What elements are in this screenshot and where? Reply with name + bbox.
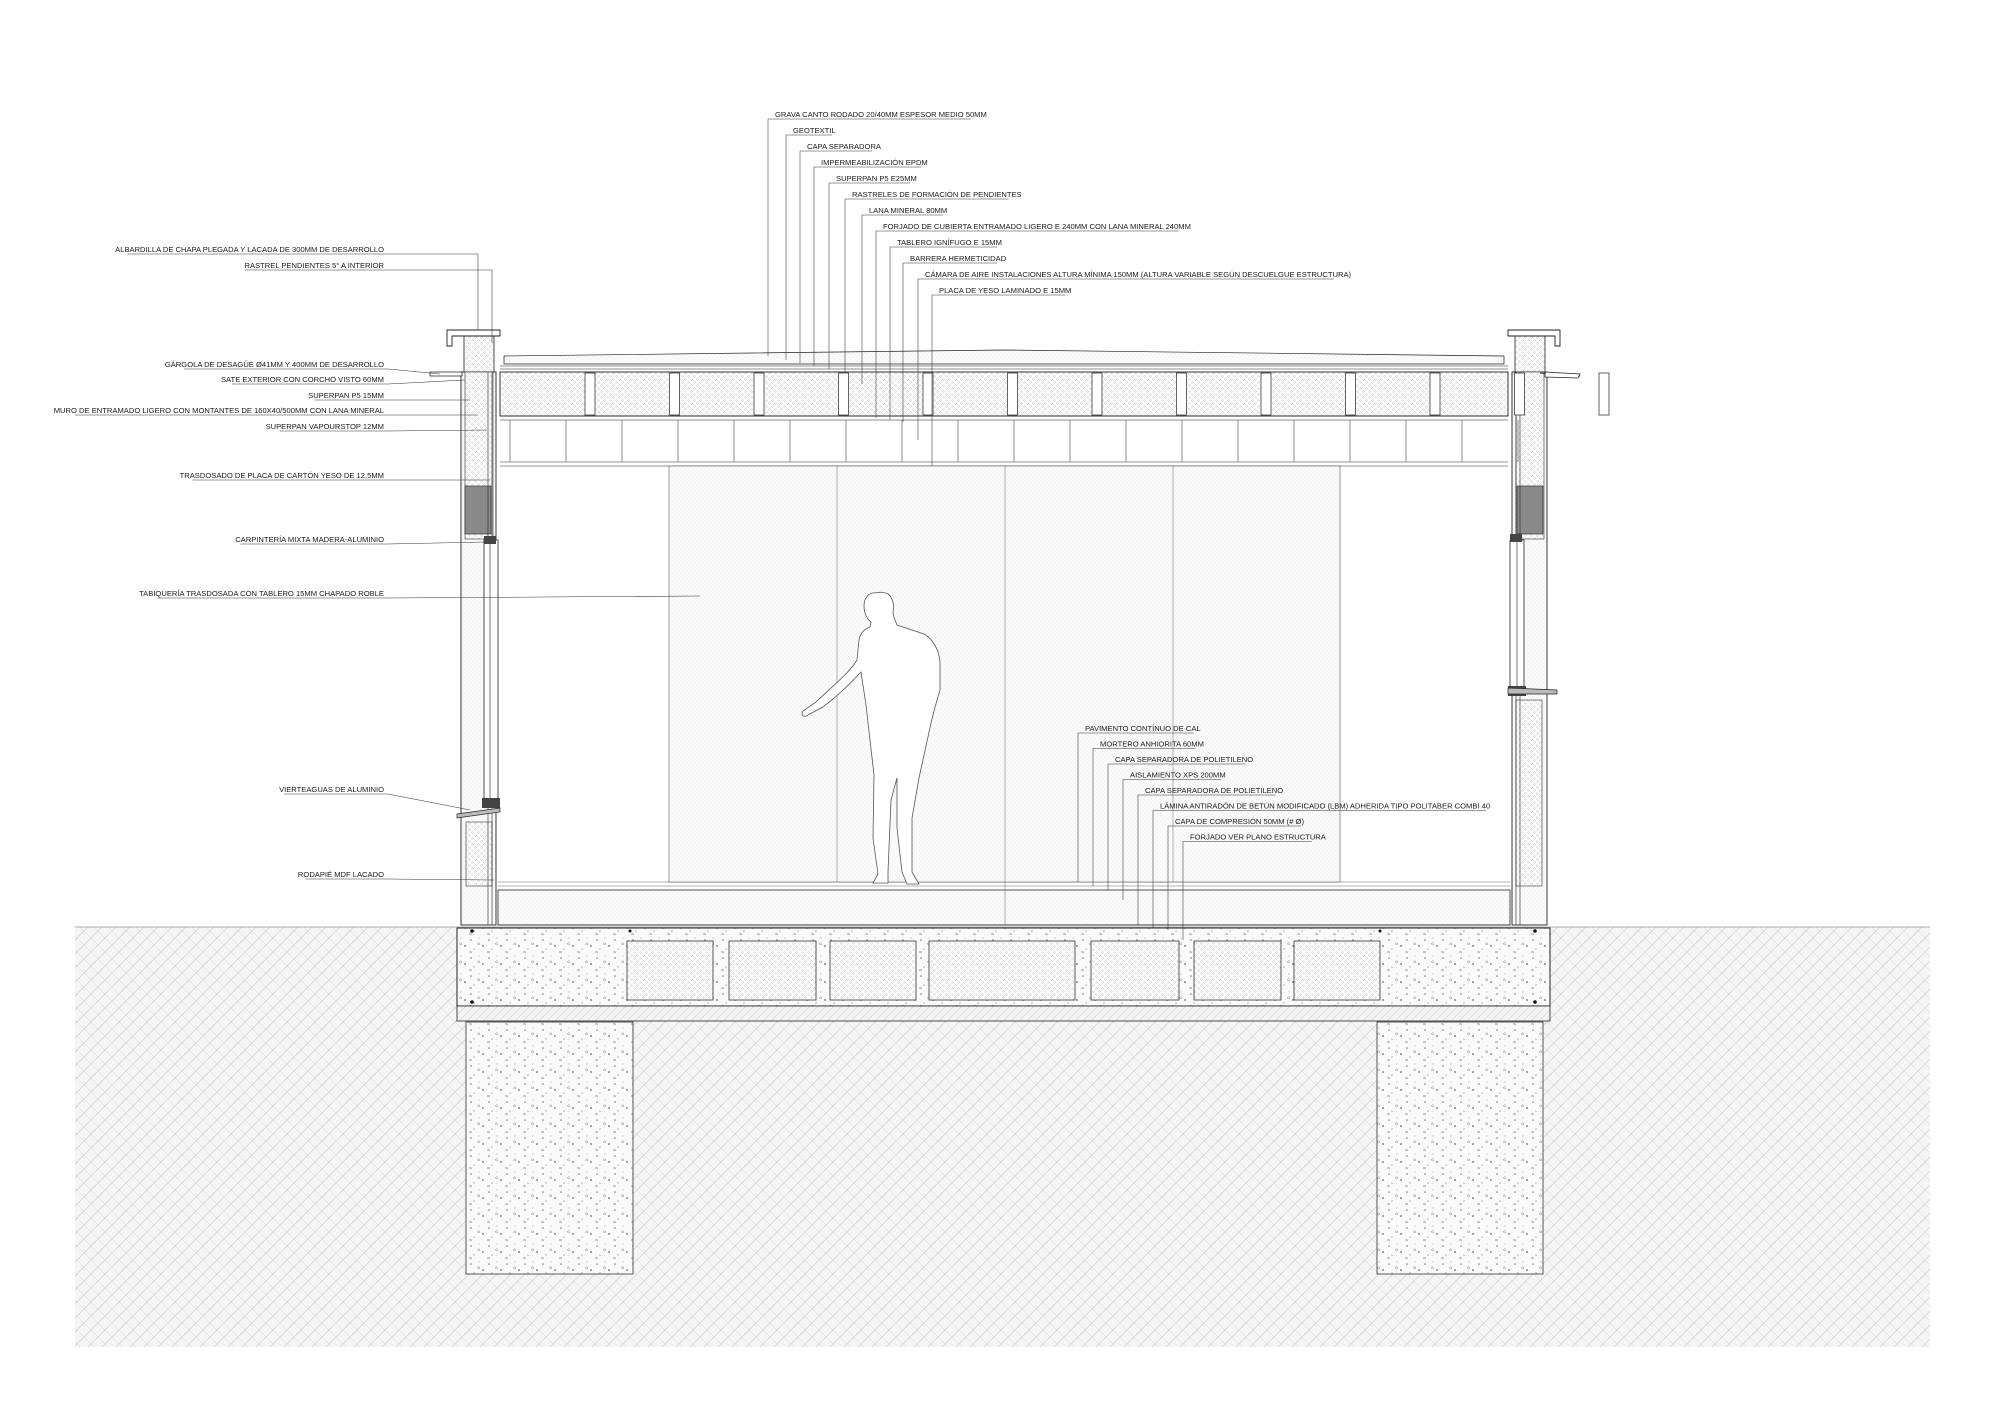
callouts-floor: PAVIMENTO CONTÍNUO DE CAL MORTERO ANHIORI… <box>1085 724 1490 842</box>
callout-label-left-5: MURO DE ENTRAMADO LIGERO CON MONTANTES D… <box>54 406 384 415</box>
callout-label-top-0: GRAVA CANTO RODADO 20/40MM ESPESOR MEDIO… <box>775 110 987 119</box>
callout-label-floor-3: AISLAMIENTO XPS 200MM <box>1130 771 1226 780</box>
callout-label-top-11: PLACA DE YESO LAMINADO E 15MM <box>939 286 1071 295</box>
slab-voids <box>626 940 1381 1001</box>
callouts-left: ALBARDILLA DE CHAPA PLEGADA Y LACADA DE … <box>54 245 385 879</box>
callout-label-left-4: SUPERPAN P5 15MM <box>308 391 384 400</box>
callout-label-top-8: TABLERO IGNÍFUGO E 15MM <box>897 238 1002 247</box>
roof-joists <box>584 372 1610 416</box>
callout-label-top-9: BARRERA HERMETICIDAD <box>910 254 1007 263</box>
callout-label-top-2: CAPA SEPARADORA <box>807 142 882 151</box>
callout-label-left-0: ALBARDILLA DE CHAPA PLEGADA Y LACADA DE … <box>115 245 384 254</box>
callout-label-top-10: CÁMARA DE AIRE INSTALACIONES ALTURA MÍNI… <box>925 270 1352 279</box>
callout-label-left-7: TRASDOSADO DE PLACA DE CARTÓN YESO DE 12… <box>180 471 384 480</box>
callout-label-floor-6: CAPA DE COMPRESIÓN 50MM (# Ø) <box>1175 817 1304 826</box>
callout-label-left-6: SUPERPAN VAPOURSTOP 12MM <box>266 422 384 431</box>
callout-label-floor-2: CAPA SEPARADORA DE POLIETILENO <box>1115 755 1253 764</box>
callout-label-left-11: RODAPIÉ MDF LACADO <box>298 870 384 879</box>
footing-left <box>465 1021 634 1275</box>
callout-label-top-1: GEOTEXTIL <box>793 126 836 135</box>
callout-label-top-3: IMPERMEABILIZACIÓN EPDM <box>821 158 928 167</box>
callout-label-floor-5: LÁMINA ANTIRADÓN DE BETÚN MODIFICADO (LB… <box>1160 802 1490 811</box>
callout-label-floor-4: CAPA SEPARADORA DE POLIETILENO <box>1145 786 1283 795</box>
wall-left <box>446 329 501 926</box>
callout-label-top-7: FORJADO DE CUBIERTA ENTRAMADO LIGERO E 2… <box>883 222 1191 231</box>
callout-label-floor-1: MORTERO ANHIORITA 60MM <box>1100 740 1204 749</box>
callout-label-left-10: VIERTEAGUAS DE ALUMINIO <box>279 785 384 794</box>
callout-label-floor-0: PAVIMENTO CONTÍNUO DE CAL <box>1085 724 1201 733</box>
wall-right <box>1507 329 1581 926</box>
callouts-top: GRAVA CANTO RODADO 20/40MM ESPESOR MEDIO… <box>775 110 1352 295</box>
ceiling-hangers <box>509 420 1519 462</box>
callout-label-left-2: GÁRGOLA DE DESAGÜE Ø41MM Y 400MM DE DESA… <box>165 360 384 369</box>
callout-leaders <box>75 118 1487 940</box>
footing-right <box>1376 1021 1544 1275</box>
callout-label-floor-7: FORJADO VER PLANO ESTRUCTURA <box>1190 833 1327 842</box>
interior-partition <box>668 465 1341 925</box>
human-figure-silhouette <box>801 591 941 885</box>
callout-label-left-1: RASTREL PENDIENTES 5° A INTERIOR <box>245 261 385 270</box>
callout-label-left-9: TABIQUERÍA TRASDOSADA CON TABLERO 15MM C… <box>139 589 384 598</box>
callout-label-left-8: CARPINTERÍA MIXTA MADERA-ALUMINIO <box>235 535 384 544</box>
callout-label-top-5: RASTRELES DE FORMACIÓN DE PENDIENTES <box>852 190 1022 199</box>
callout-label-top-4: SUPERPAN P5 E25MM <box>836 174 917 183</box>
floor-buildup <box>497 889 1511 926</box>
callout-label-left-3: SATE EXTERIOR CON CORCHO VISTO 60MM <box>221 375 384 384</box>
roof-buildup <box>499 349 1509 467</box>
callout-label-top-6: LANA MINERAL 80MM <box>869 206 947 215</box>
